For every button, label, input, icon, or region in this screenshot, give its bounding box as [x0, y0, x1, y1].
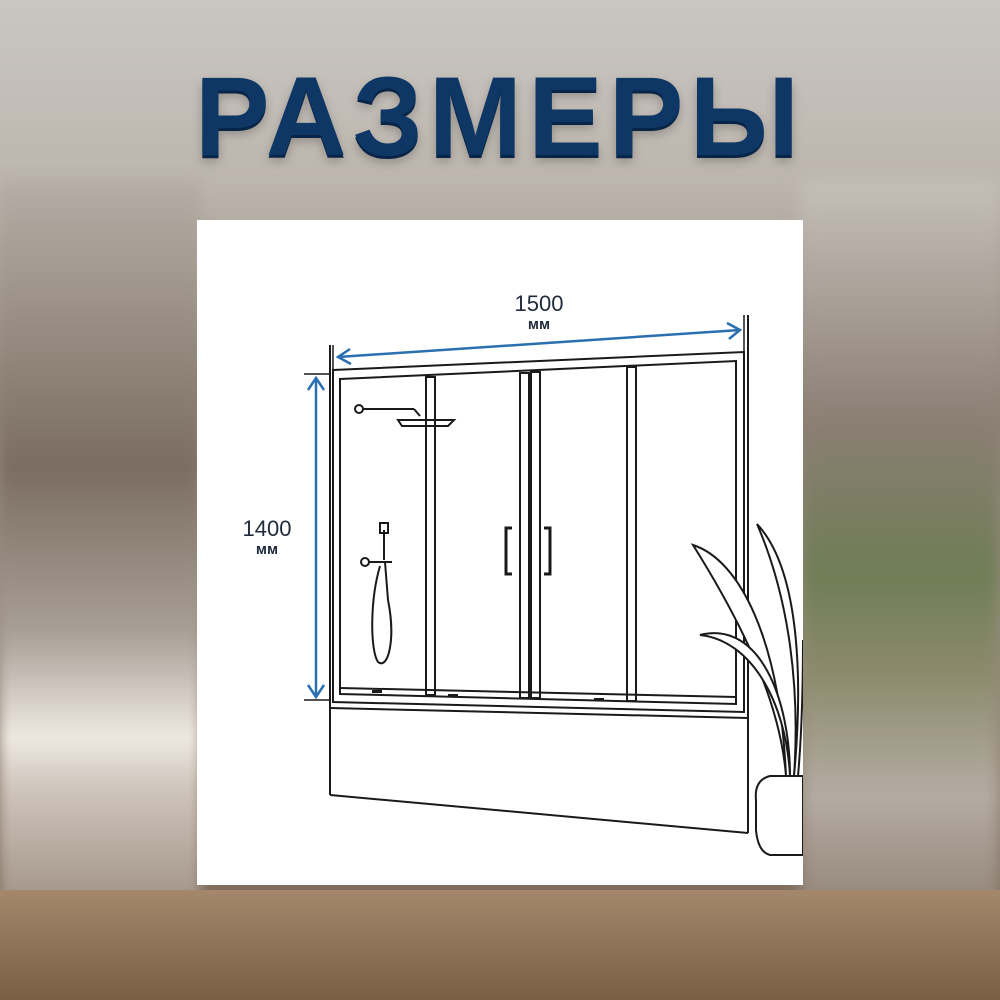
- screen-frame: [332, 350, 745, 714]
- background-blur-right: [800, 180, 1000, 1000]
- background-floor: [0, 890, 1000, 1000]
- bottom-track: [339, 687, 737, 698]
- diagram-card: 1500 мм 1400 мм: [197, 220, 803, 885]
- track-details: [372, 690, 604, 701]
- width-unit: мм: [527, 316, 551, 333]
- shower-screen-drawing: [304, 315, 803, 856]
- width-value: 1500: [514, 291, 564, 316]
- width-extension-lines: [332, 315, 745, 372]
- width-label: 1500 мм: [499, 292, 579, 334]
- width-dimension-line: [335, 321, 743, 366]
- height-unit: мм: [255, 541, 279, 558]
- height-extension-lines: [304, 373, 330, 701]
- page-title: РАЗМЕРЫ: [194, 54, 806, 179]
- door-handle-right: [544, 526, 552, 576]
- background-blur-left: [0, 180, 200, 1000]
- shower-set: [354, 404, 457, 665]
- height-label: 1400 мм: [227, 517, 307, 559]
- height-value: 1400: [242, 516, 292, 541]
- plant-illustration: [690, 523, 803, 856]
- door-handle-left: [504, 526, 512, 576]
- door-panels: [425, 366, 637, 702]
- bathtub-outline: [329, 315, 749, 834]
- height-dimension-line: [306, 375, 326, 700]
